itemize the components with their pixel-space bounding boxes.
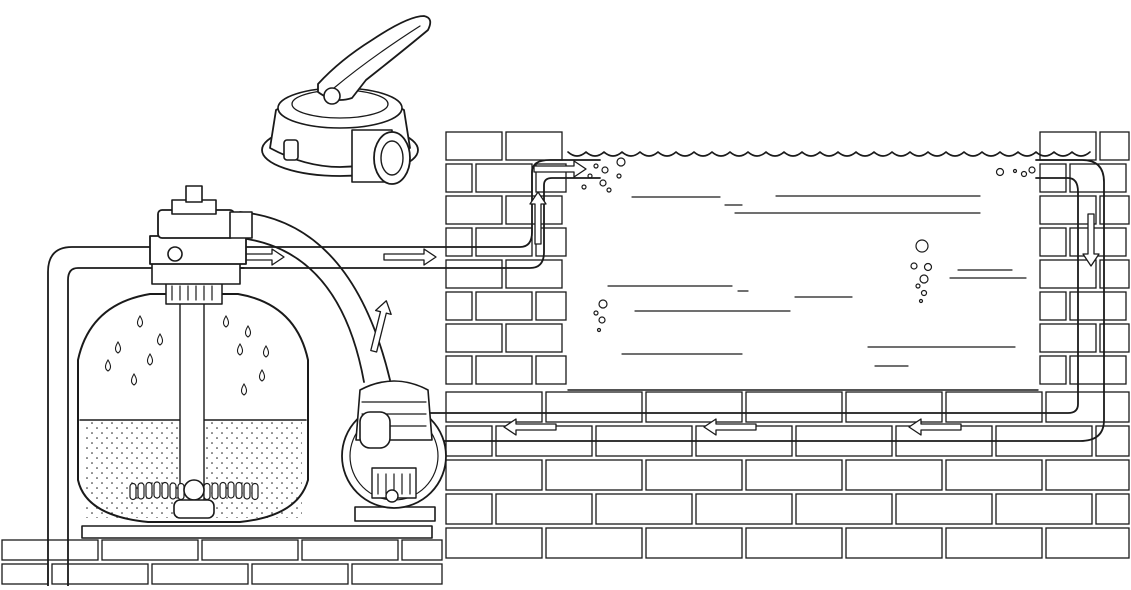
brick: [746, 392, 842, 422]
brick: [446, 494, 492, 524]
brick: [1040, 324, 1096, 352]
lateral-rib: [178, 484, 184, 500]
brick: [446, 528, 542, 558]
brick: [402, 540, 442, 560]
lateral-rib: [236, 483, 242, 499]
brick: [746, 528, 842, 558]
brick: [1100, 132, 1129, 160]
filter-pump: [342, 381, 446, 521]
brick: [946, 460, 1042, 490]
brick: [896, 494, 992, 524]
brick: [496, 494, 592, 524]
brick: [202, 540, 298, 560]
brick: [596, 494, 692, 524]
brick: [1046, 528, 1129, 558]
brick: [846, 528, 942, 558]
brick: [1046, 392, 1129, 422]
brick: [302, 540, 398, 560]
brick: [102, 540, 198, 560]
lateral-rib: [212, 483, 218, 499]
brick: [1046, 460, 1129, 490]
brick: [546, 460, 642, 490]
brick: [446, 196, 502, 224]
brick: [746, 460, 842, 490]
brick: [476, 292, 532, 320]
brick: [1040, 292, 1066, 320]
brick: [446, 292, 472, 320]
brick: [546, 528, 642, 558]
lateral-rib: [146, 483, 152, 499]
brick: [536, 292, 566, 320]
brick: [536, 356, 566, 384]
lateral-rib: [228, 482, 234, 498]
brick: [252, 564, 348, 584]
brick: [2, 540, 98, 560]
lateral-rib: [220, 483, 226, 499]
brick: [476, 356, 532, 384]
water-surface: [568, 152, 1090, 156]
brick: [476, 164, 532, 192]
brick: [446, 260, 502, 288]
brick: [546, 392, 642, 422]
brick: [646, 528, 742, 558]
multiport-valve-detail: [262, 16, 430, 184]
lateral-rib: [244, 483, 250, 499]
flow-arrow-right: [384, 249, 436, 265]
brick: [2, 564, 48, 584]
brick-wall-right: [1040, 132, 1129, 384]
lateral-rib: [162, 483, 168, 499]
return-pipe: [236, 160, 600, 268]
brick: [446, 132, 502, 160]
brick: [506, 324, 562, 352]
brick-wall-bottom: [446, 392, 1129, 558]
brick: [352, 564, 442, 584]
lateral-rib: [130, 484, 136, 500]
brick: [1096, 494, 1129, 524]
brick: [446, 460, 542, 490]
brick: [52, 564, 148, 584]
lateral-rib: [252, 484, 258, 500]
pool-water: [568, 152, 1090, 390]
brick: [996, 494, 1092, 524]
brick: [446, 356, 472, 384]
brick: [1040, 228, 1066, 256]
brick: [476, 228, 532, 256]
brick: [446, 164, 472, 192]
brick: [446, 228, 472, 256]
brick: [1040, 260, 1096, 288]
brick: [1040, 356, 1066, 384]
brick: [646, 392, 742, 422]
brick: [446, 324, 502, 352]
brick: [796, 494, 892, 524]
lateral-rib: [170, 483, 176, 499]
lateral-rib: [154, 482, 160, 498]
brick: [846, 392, 942, 422]
brick: [446, 392, 542, 422]
brick: [846, 460, 942, 490]
brick: [506, 260, 562, 288]
brick: [646, 460, 742, 490]
lateral-rib: [204, 484, 210, 500]
brick: [506, 132, 562, 160]
brick: [946, 528, 1042, 558]
brick: [152, 564, 248, 584]
brick: [696, 494, 792, 524]
brick: [946, 392, 1042, 422]
lateral-rib: [138, 483, 144, 499]
